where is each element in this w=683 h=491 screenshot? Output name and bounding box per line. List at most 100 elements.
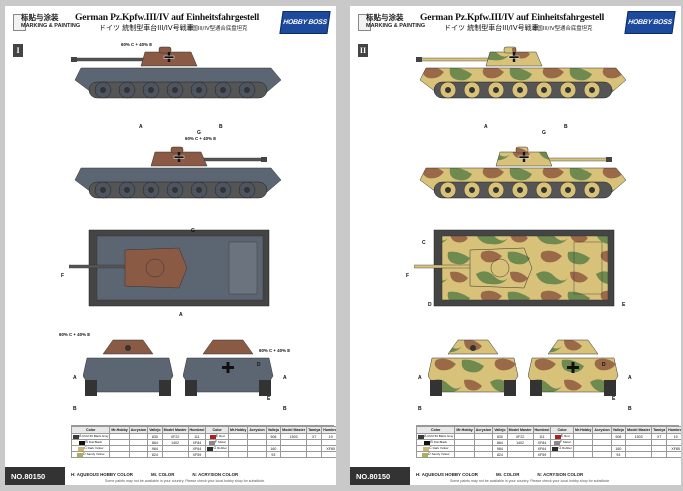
paint-letter-side_a: A [139, 124, 143, 130]
paint-letter-top_a: A [179, 312, 183, 318]
color-swatch [423, 446, 430, 451]
color-name: Dark Yellow [87, 446, 104, 451]
color-code: A [424, 434, 427, 439]
brand-key-h: H: AQUEOUS HOBBY COLOR [71, 472, 133, 477]
color-value-mr [454, 451, 475, 458]
color-value-hum2 [321, 451, 336, 458]
paint-disclaimer: Some paints may not be available in your… [450, 479, 611, 483]
color-swatch [424, 440, 431, 445]
paint-letter-top_f: F [61, 273, 65, 279]
color-value-mm2 [625, 451, 653, 458]
color-code: B [430, 440, 433, 445]
color-table-header-cell: Model Master [625, 426, 653, 434]
brand-key-mr: Mr. COLOR [150, 472, 175, 477]
color-name-2: Red [564, 434, 570, 439]
color-code: D [427, 452, 431, 457]
color-name-2: Rubber [217, 446, 227, 451]
color-swatch-cell-2 [550, 451, 574, 458]
color-name: Flat Black [433, 440, 447, 445]
paint-letter-side_b: B [564, 124, 568, 130]
rear-view [528, 339, 619, 396]
color-swatch [421, 452, 428, 457]
color-value-mr2 [572, 451, 594, 458]
color-code: C [429, 446, 432, 451]
color-table-header-cell: Acrysion [247, 426, 267, 434]
marking-title-cn: 标贴与涂装 [366, 13, 404, 22]
side-view-right [419, 146, 627, 199]
paint-letter-top_c: C [422, 240, 426, 246]
color-table-header-cell: Mr.Hobby [227, 426, 249, 434]
part-number: NO.80150 [350, 467, 410, 485]
color-swatch-2 [208, 440, 215, 445]
color-name-2: Rubber [562, 446, 572, 451]
color-name-2: Red [219, 434, 225, 439]
color-value-hum2 [666, 451, 681, 458]
paint-letter-side_a: A [484, 124, 488, 130]
color-swatch-cell: DSandy Yellow [70, 451, 111, 458]
color-value-mr2 [227, 451, 249, 458]
color-value-acr2 [592, 451, 612, 458]
paint-letter-rear_e: E [612, 396, 616, 402]
color-table-header-cell: Tamiya [651, 426, 668, 434]
color-name: RLM 66 Black Gray [82, 434, 109, 439]
color-code-2: E [560, 434, 564, 439]
color-name: Sandy Yellow [431, 452, 450, 457]
color-value-mm2 [280, 451, 308, 458]
color-swatch [78, 446, 85, 451]
color-table-header-cell: Humbrol [321, 426, 336, 434]
color-code: D [82, 452, 86, 457]
callout-front: 60% C + 40% E [59, 332, 91, 337]
marking-title-en: MARKING & PAINTING [366, 23, 426, 29]
color-value-mm [161, 451, 189, 458]
top-view [414, 229, 615, 307]
paint-disclaimer: Some paints may not be available in your… [105, 479, 266, 483]
color-table-header-cell: Model Master [280, 426, 308, 434]
color-swatch [418, 434, 424, 439]
side-view-right [74, 146, 282, 199]
marking-logo-icon [358, 14, 371, 31]
color-name: Flat Black [88, 440, 102, 445]
color-swatch-2 [554, 434, 561, 439]
brand-logo: HOBBY BOSS [624, 11, 676, 34]
color-table-header-cell: Mr.Hobby [109, 426, 130, 434]
color-swatch-2 [553, 440, 560, 445]
callout-side_upper: 60% C + 40% E [121, 42, 153, 47]
kit-title: German Pz.Kpfw.III/IV auf Einheitsfahrge… [75, 12, 260, 23]
kit-title: German Pz.Kpfw.III/IV auf Einheitsfahrge… [420, 12, 605, 23]
color-code-2: G [213, 446, 217, 451]
paint-letter-top_d: D [428, 302, 432, 308]
marking-logo-icon [13, 14, 26, 31]
paint-letter-side_b: B [219, 124, 223, 130]
color-table-header-cell: Acrysion [592, 426, 612, 434]
side-view-left [71, 46, 282, 99]
color-name: Dark Yellow [432, 446, 449, 451]
paint-letter-front_b: B [73, 406, 77, 412]
color-table-header-cell: Color [415, 426, 456, 434]
paint-letter-side_g: G [197, 130, 201, 136]
kit-title-cn: 德国III/IV型通合底盘坦克 [187, 26, 248, 32]
color-swatch [76, 452, 83, 457]
color-code-2: F [559, 440, 563, 445]
brand-key-n: N: ACRYSION COLOR [537, 472, 584, 477]
paint-letter-rear_a: A [283, 375, 287, 381]
color-table-header-cell: Mr.Hobby [572, 426, 594, 434]
color-swatch-2 [207, 446, 214, 451]
paint-letter-front_a: A [418, 375, 422, 381]
color-value-acr2 [247, 451, 267, 458]
color-code-2: G [558, 446, 562, 451]
color-name-2: Metal [218, 440, 226, 445]
color-table-header-cell: Model Master [161, 426, 189, 434]
color-table-header-cell: Color [205, 426, 229, 434]
color-code: B [85, 440, 88, 445]
color-table-header-cell: Vallejo [610, 426, 627, 434]
color-swatch [79, 440, 86, 445]
color-value-val: 824 [492, 451, 508, 458]
